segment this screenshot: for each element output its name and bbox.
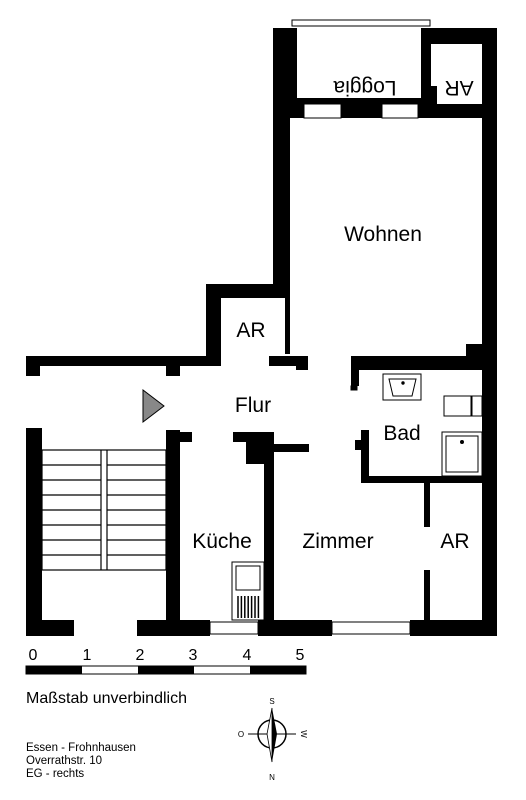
window-stair: [74, 626, 137, 630]
ar-top-top-wall: [421, 28, 497, 44]
scale-tick-2: 2: [136, 647, 145, 664]
flur-top-wall-right-drop: [296, 356, 308, 370]
sink-drain-icon: [401, 381, 405, 385]
room-label-ar-top: AR: [444, 76, 473, 99]
bad-top-wall: [351, 356, 497, 370]
scale-seg-5: [250, 666, 306, 674]
scale-bar: 0 1 2 3 4 5: [25, 647, 307, 675]
kitchen-door-top: [233, 432, 267, 442]
bottom-wall-2: [258, 620, 332, 636]
shower-drain-icon: [460, 440, 464, 444]
ar-top-bottom-wall: [431, 104, 497, 118]
flur-top-wall-notch: [166, 356, 180, 376]
washer-2: [471, 395, 483, 417]
sink-basin-icon: [388, 378, 417, 397]
room-label-zimmer: Zimmer: [302, 530, 373, 553]
address-line-floor: EG - rechts: [26, 768, 85, 780]
window-zimmer: [331, 621, 411, 635]
kitchen-left-wall: [166, 430, 180, 636]
scale-seg-1: [26, 666, 82, 674]
ar-mid-top-wall: [206, 284, 290, 298]
bad-bottom-wall: [361, 476, 497, 483]
bottom-wall-3: [410, 620, 497, 636]
kitchen-right-wall: [264, 432, 274, 636]
stair-steps: [42, 464, 166, 556]
bad-left-wall-upper: [351, 356, 359, 386]
ar-right-partition-lower: [424, 570, 430, 620]
ar-right-partition-upper: [424, 483, 430, 527]
room-label-wohnen: Wohnen: [344, 223, 422, 246]
room-label-loggia: Loggia: [333, 76, 396, 99]
bad-fixtures: [350, 373, 483, 477]
outer-right-wall: [482, 28, 497, 636]
flur-top-wall-mid: [180, 356, 221, 366]
bad-left-wall-lower-stub: [355, 440, 365, 450]
ar-mid-right-stub: [285, 284, 290, 354]
ar-mid-left-wall: [206, 284, 221, 356]
window-loggia-right: [381, 103, 419, 119]
wohnen-left-wall: [273, 118, 290, 298]
washer-1: [443, 395, 472, 417]
zimmer-door-leaf: [269, 444, 309, 452]
room-label-kueche: Küche: [192, 530, 252, 553]
address-line-city: Essen - Frohnhausen: [26, 742, 136, 754]
scale-seg-3: [138, 666, 194, 674]
compass-n: N: [269, 773, 275, 782]
kitchen-left-wall-cap: [180, 432, 192, 442]
address-line-street: Overrathstr. 10: [26, 755, 103, 767]
toilet-tank: [350, 385, 358, 391]
room-label-flur: Flur: [235, 394, 271, 417]
window-kitchen: [209, 621, 259, 635]
stair-left-wall: [26, 428, 42, 636]
bottom-wall-1: [166, 620, 210, 636]
stove-top: [235, 565, 261, 591]
stove: [231, 561, 265, 621]
bad-left-wall-lower: [361, 430, 369, 482]
scale-tick-1: 1: [83, 647, 92, 664]
left-wall-stub: [26, 356, 40, 376]
address-block: Essen - Frohnhausen Overrathstr. 10 EG -…: [26, 742, 136, 781]
loggia-railing: [291, 19, 431, 27]
compass-needle-half-icon: [266, 707, 273, 763]
scale-tick-3: 3: [189, 647, 198, 664]
walls: [26, 19, 497, 636]
flur-top-wall-right: [269, 356, 308, 366]
compass-o: O: [238, 730, 244, 739]
windows: [74, 103, 419, 635]
room-label-ar-middle: AR: [236, 319, 265, 342]
room-label-bad: Bad: [383, 422, 420, 445]
compass-w: W: [299, 730, 308, 738]
entrance-arrow-icon: [142, 388, 165, 424]
loggia-right-wall: [421, 28, 431, 118]
scale-tick-4: 4: [243, 647, 252, 664]
room-label-ar-right: AR: [440, 530, 469, 553]
staircase: [41, 449, 167, 571]
compass-s: S: [269, 697, 274, 706]
scale-tick-5: 5: [296, 647, 305, 664]
flur-top-wall-left: [26, 356, 180, 366]
bad-pillar: [466, 344, 488, 370]
scale-tick-0: 0: [29, 647, 38, 664]
window-loggia-left: [303, 103, 342, 119]
compass: S O W N: [238, 697, 308, 782]
stair-bottom-wall-left: [26, 620, 74, 636]
scale-disclaimer: Maßstab unverbindlich: [26, 690, 187, 707]
stove-grill: [237, 596, 260, 618]
